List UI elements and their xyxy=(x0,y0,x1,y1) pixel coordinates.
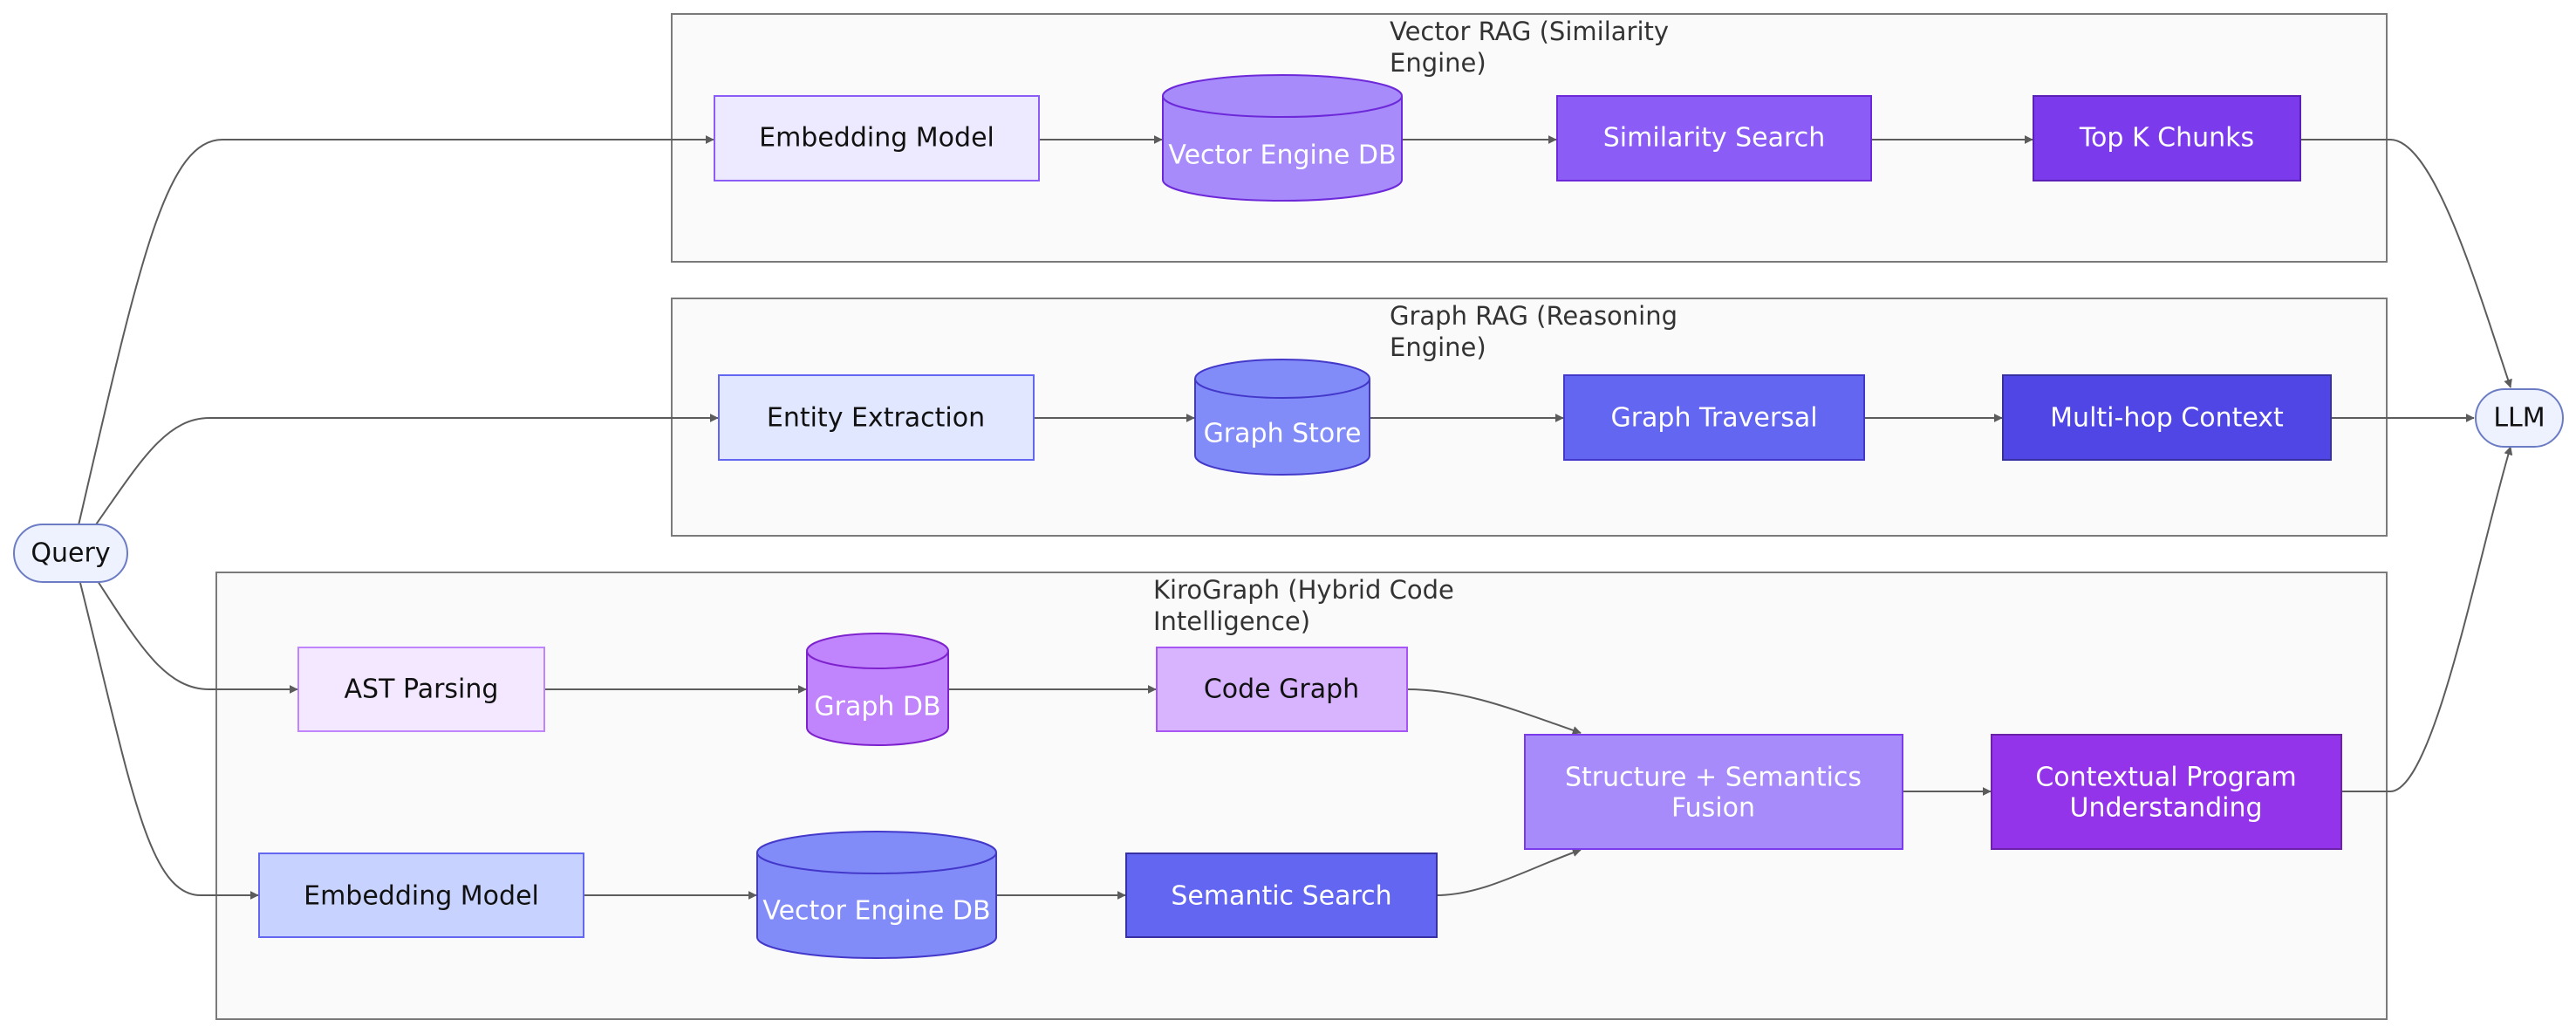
group-graph-rag-title: Graph RAG (Reasoning xyxy=(1390,301,1677,331)
node-k-graph-db-label: Graph DB xyxy=(814,692,940,722)
node-k-contextual-program-understanding-shape xyxy=(1991,734,2342,850)
node-k-vector-engine-db[interactable]: Vector Engine DB xyxy=(756,831,997,959)
node-llm-shape xyxy=(2475,388,2564,448)
node-v-similarity-search-label: Similarity Search xyxy=(1603,123,1825,154)
node-v-vector-engine-db[interactable]: Vector Engine DB xyxy=(1162,74,1403,202)
group-graph-rag-title-line2: Engine) xyxy=(1390,332,1486,362)
node-query[interactable]: Query xyxy=(13,524,128,583)
node-k-contextual-program-understanding-label-line2: Understanding xyxy=(2069,793,2262,824)
edge-k-ctx-llm xyxy=(2341,446,2513,792)
node-llm-label: LLM xyxy=(2493,403,2545,434)
node-v-similarity-search-shape xyxy=(1556,95,1872,181)
node-v-embedding-model[interactable]: Embedding Model xyxy=(714,95,1040,181)
edge-query-v-embed xyxy=(78,135,714,526)
edge-query-g-entity xyxy=(93,414,719,528)
node-g-graph-store[interactable]: Graph Store xyxy=(1194,359,1370,476)
node-k-code-graph[interactable]: Code Graph xyxy=(1156,647,1408,732)
node-k-ast-parsing-label: AST Parsing xyxy=(345,674,499,705)
node-k-semantic-search-shape xyxy=(1125,853,1438,938)
node-g-multi-hop-context-label: Multi-hop Context xyxy=(2050,403,2284,434)
node-g-graph-store-label: Graph Store xyxy=(1204,419,1362,449)
node-v-top-k-chunks[interactable]: Top K Chunks xyxy=(2033,95,2301,181)
node-k-contextual-program-understanding-label-line1: Contextual Program xyxy=(2035,763,2296,793)
node-g-entity-extraction-shape xyxy=(718,374,1035,461)
node-k-semantic-search[interactable]: Semantic Search xyxy=(1125,853,1438,938)
node-g-entity-extraction[interactable]: Entity Extraction xyxy=(718,374,1035,461)
node-g-multi-hop-context[interactable]: Multi-hop Context xyxy=(2002,374,2332,461)
edge-query-k-ast xyxy=(97,580,298,694)
node-k-ast-parsing-shape xyxy=(297,647,545,732)
node-k-semantic-search-label: Semantic Search xyxy=(1171,881,1391,912)
node-query-shape xyxy=(13,524,128,583)
node-v-similarity-search[interactable]: Similarity Search xyxy=(1556,95,1872,181)
edge-k-sem-k-fusion xyxy=(1436,848,1582,896)
group-kirograph-title-line2: Intelligence) xyxy=(1153,606,1310,636)
node-v-vector-engine-db-shape xyxy=(1162,74,1403,202)
edge-v-topk-llm xyxy=(2301,139,2512,388)
node-v-embedding-model-shape xyxy=(714,95,1040,181)
node-k-graph-db[interactable]: Graph DB xyxy=(806,633,949,746)
node-query-label: Query xyxy=(31,538,110,569)
node-k-code-graph-shape xyxy=(1156,647,1408,732)
node-llm[interactable]: LLM xyxy=(2475,388,2564,448)
node-k-structure-semantics-fusion[interactable]: Structure + Semantics Fusion xyxy=(1524,734,1903,850)
node-g-graph-traversal-shape xyxy=(1563,374,1865,461)
node-k-vector-engine-db-label: Vector Engine DB xyxy=(762,896,990,927)
node-g-entity-extraction-label: Entity Extraction xyxy=(767,403,985,434)
node-k-graph-db-top xyxy=(806,650,949,669)
node-k-structure-semantics-fusion-shape xyxy=(1524,734,1903,850)
node-k-embedding-model[interactable]: Embedding Model xyxy=(258,853,584,938)
node-g-graph-traversal-label: Graph Traversal xyxy=(1610,403,1817,434)
node-v-top-k-chunks-label: Top K Chunks xyxy=(2079,123,2254,154)
node-v-top-k-chunks-shape xyxy=(2033,95,2301,181)
node-k-vector-engine-db-shape xyxy=(756,831,997,959)
edge-query-k-embed xyxy=(79,582,259,900)
node-k-graph-db-shape xyxy=(806,633,949,746)
edge-k-cg-k-fusion xyxy=(1406,688,1582,735)
node-v-embedding-model-label: Embedding Model xyxy=(759,123,994,154)
group-vector-rag-title: Vector RAG (Similarity xyxy=(1390,17,1669,46)
node-k-embedding-model-label: Embedding Model xyxy=(304,881,539,912)
node-k-structure-semantics-fusion-label-line1: Structure + Semantics xyxy=(1565,763,1862,793)
node-k-vector-engine-db-top xyxy=(756,852,997,874)
group-vector-rag-title-line2: Engine) xyxy=(1390,48,1486,78)
node-v-vector-engine-db-top xyxy=(1162,95,1403,118)
node-k-contextual-program-understanding[interactable]: Contextual Program Understanding xyxy=(1991,734,2342,850)
node-g-graph-traversal[interactable]: Graph Traversal xyxy=(1563,374,1865,461)
node-g-graph-store-shape xyxy=(1194,359,1370,476)
node-k-code-graph-label: Code Graph xyxy=(1204,674,1359,705)
edges xyxy=(78,135,2513,900)
group-kirograph-title: KiroGraph (Hybrid Code xyxy=(1153,575,1454,605)
node-v-vector-engine-db-label: Vector Engine DB xyxy=(1168,140,1396,171)
node-g-multi-hop-context-shape xyxy=(2002,374,2332,461)
node-k-structure-semantics-fusion-label-line2: Fusion xyxy=(1671,793,1755,824)
node-k-ast-parsing[interactable]: AST Parsing xyxy=(297,647,545,732)
node-g-graph-store-top xyxy=(1194,378,1370,399)
node-k-embedding-model-shape xyxy=(258,853,584,938)
